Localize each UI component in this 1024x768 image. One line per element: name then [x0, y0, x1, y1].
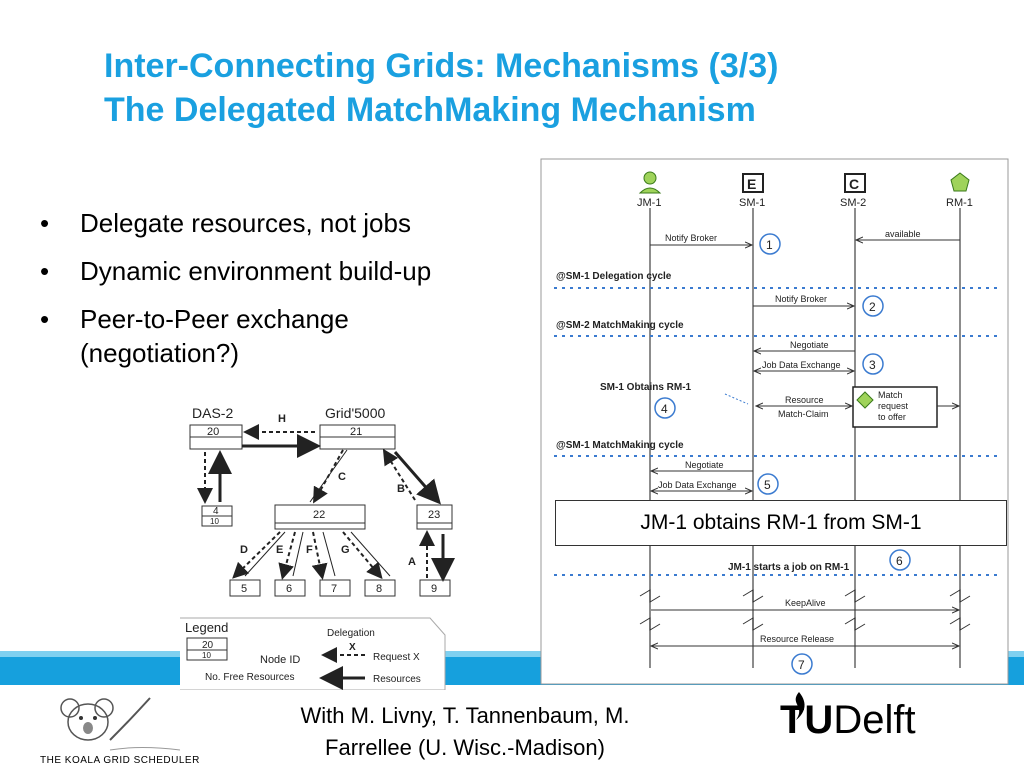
edge-g-label: G [341, 544, 350, 556]
step-2: 2 [869, 300, 876, 314]
das2-label: DAS-2 [192, 405, 233, 421]
edge-e-label: E [276, 544, 283, 556]
bullet-item-continued: (negotiation?) [80, 338, 239, 368]
msg-available: available [885, 229, 921, 239]
grid5000-label: Grid'5000 [325, 405, 385, 421]
title-line-2: The Delegated MatchMaking Mechanism [104, 91, 756, 129]
flame-icon [795, 692, 805, 720]
step-6: 6 [896, 554, 903, 568]
koala-text: THE KOALA GRID SCHEDULER [40, 755, 200, 766]
msg-notify-broker: Notify Broker [665, 233, 717, 243]
msg-job-data-exchange: Job Data Exchange [762, 360, 841, 370]
delft-text: Delft [833, 698, 916, 742]
node-5: 5 [241, 583, 247, 595]
msg-negotiate-2: Negotiate [685, 460, 724, 470]
legend-node: 20 [202, 640, 214, 651]
callout-box: JM-1 obtains RM-1 from SM-1 [555, 500, 1007, 546]
actor-jm1: JM-1 [637, 197, 661, 209]
bullet-list: •Delegate resources, not jobs •Dynamic e… [40, 206, 540, 384]
note-obtains: SM-1 Obtains RM-1 [600, 382, 692, 393]
footer-credit: With M. Livny, T. Tannenbaum, M. Farrell… [230, 700, 700, 764]
step-3: 3 [869, 358, 876, 372]
node-9: 9 [431, 583, 437, 595]
sm2-glyph: C [849, 176, 859, 192]
node-8: 8 [376, 583, 382, 595]
edge-d-label: D [240, 544, 248, 556]
legend-resources: Resources [373, 674, 421, 685]
legend-delegation: Delegation [327, 628, 375, 639]
bullet-item: •Peer-to-Peer exchange [40, 304, 349, 334]
msg-negotiate: Negotiate [790, 340, 829, 350]
edge-b-label: B [397, 483, 405, 495]
msg-match-claim: Match-Claim [778, 409, 829, 419]
edge-h-label: H [278, 413, 286, 425]
step-4: 4 [661, 402, 668, 416]
msg-notify-broker-2: Notify Broker [775, 294, 827, 304]
actor-sm2: SM-2 [840, 197, 866, 209]
grid-tree-diagram: DAS-2 Grid'5000 H 20 21 4 10 22 23 C B 5… [180, 405, 455, 690]
edge-f-label: F [306, 544, 313, 556]
cycle-sm1: @SM-1 MatchMaking cycle [556, 440, 684, 451]
msg-resource: Resource [785, 395, 824, 405]
edge-a-label: A [408, 556, 416, 568]
node-4-free: 10 [210, 517, 219, 526]
sequence-diagram: E C JM-1 SM-1 SM-2 RM-1 Notify Broker av… [540, 158, 1009, 685]
note-match: Match [878, 390, 903, 400]
koala-logo: THE KOALA GRID SCHEDULER [40, 690, 200, 766]
note-request: request [878, 401, 909, 411]
node-23: 23 [428, 509, 440, 521]
note-starts: JM-1 starts a job on RM-1 [728, 562, 850, 573]
actor-sm1: SM-1 [739, 197, 765, 209]
actor-rm1: RM-1 [946, 197, 973, 209]
msg-resource-release: Resource Release [760, 634, 834, 644]
edge-c-label: C [338, 471, 346, 483]
node-20: 20 [207, 426, 219, 438]
sm1-glyph: E [747, 176, 756, 192]
legend-x: X [349, 642, 356, 653]
step-1: 1 [766, 238, 773, 252]
legend-title: Legend [185, 620, 228, 635]
bullet-item: •Delegate resources, not jobs [40, 208, 411, 238]
legend-node-id: Node ID [260, 654, 300, 666]
msg-job-data-exchange-2: Job Data Exchange [658, 480, 737, 490]
msg-keepalive: KeepAlive [785, 598, 826, 608]
node-21: 21 [350, 426, 362, 438]
tudelft-logo: TUDelft [780, 692, 916, 743]
legend-free-resources: No. Free Resources [205, 672, 294, 683]
koala-icon [60, 697, 181, 751]
node-6: 6 [286, 583, 292, 595]
footer-line-2: Farrellee (U. Wisc.-Madison) [325, 735, 605, 760]
legend-free: 10 [202, 651, 211, 660]
step-7: 7 [798, 658, 805, 672]
bullet-item: •Dynamic environment build-up [40, 256, 432, 286]
tu-text: TU [780, 698, 834, 742]
footer-line-1: With M. Livny, T. Tannenbaum, M. [300, 703, 630, 728]
node-22: 22 [313, 509, 325, 521]
legend-request: Request X [373, 652, 420, 663]
step-5: 5 [764, 478, 771, 492]
node-7: 7 [331, 583, 337, 595]
note-to-offer: to offer [878, 412, 906, 422]
cycle-delegation: @SM-1 Delegation cycle [556, 271, 672, 282]
title-line-1: Inter-Connecting Grids: Mechanisms (3/3) [104, 47, 779, 85]
cycle-sm2: @SM-2 MatchMaking cycle [556, 320, 684, 331]
node-4: 4 [213, 506, 219, 517]
slide-title: Inter-Connecting Grids: Mechanisms (3/3)… [104, 44, 778, 132]
